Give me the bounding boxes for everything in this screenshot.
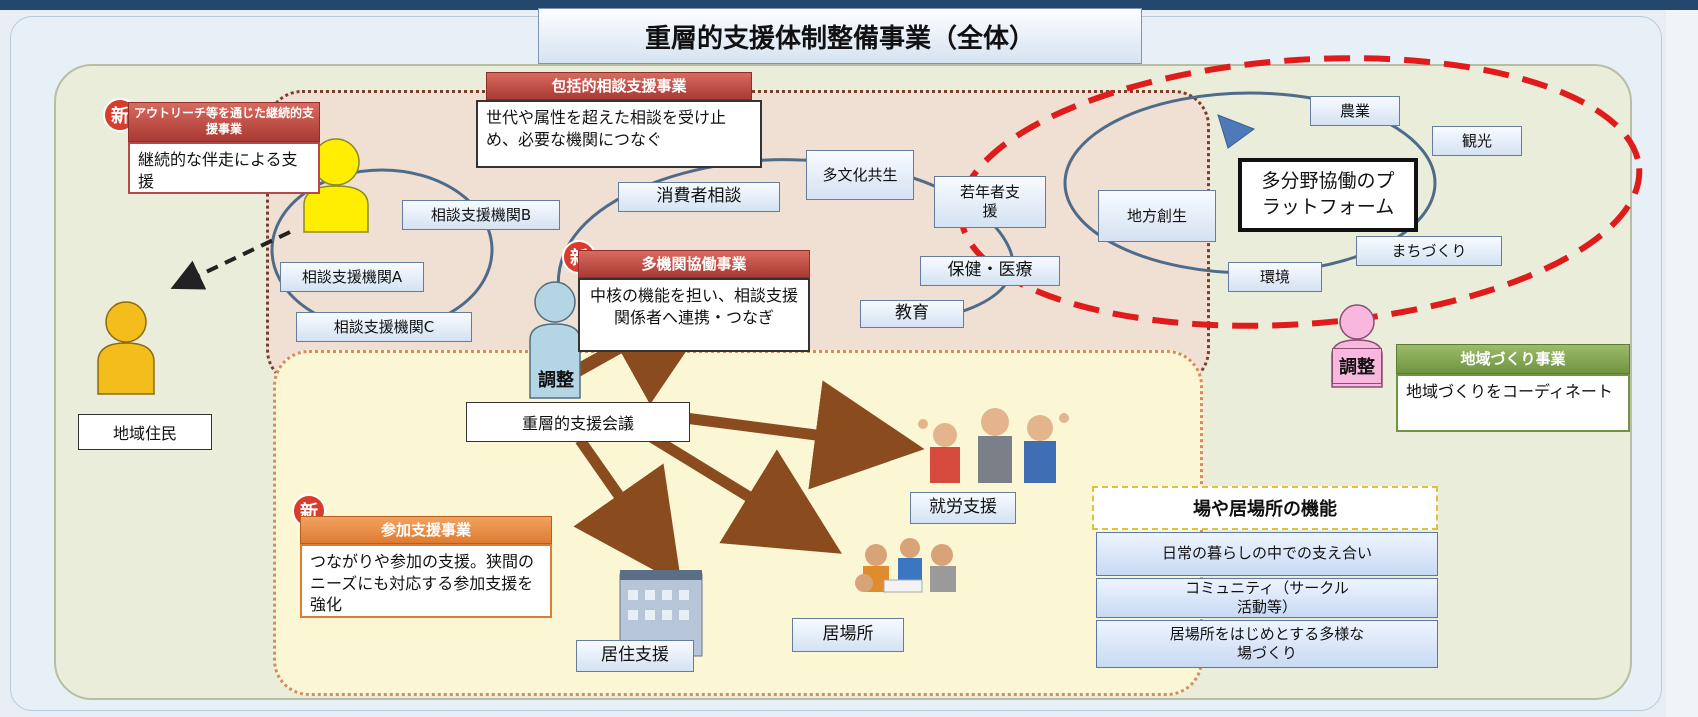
functions-item-community: コミュニティ（サークル活動等）: [1096, 578, 1438, 618]
top-bar: [0, 0, 1698, 10]
arrow-to-housing: [573, 436, 682, 586]
employment-illustration-icon: [918, 408, 1069, 483]
multi-agency-body: 中核の機能を担い、相談支援関係者へ連携・つなぎ: [578, 278, 810, 352]
platform-town: まちづくり: [1356, 236, 1502, 266]
platform-tourism: 観光: [1432, 126, 1522, 156]
consult-node-consumer: 消費者相談: [618, 182, 780, 212]
consult-node-b: 相談支援機関B: [402, 200, 560, 230]
platform-ring-arrow-icon: [1217, 114, 1256, 149]
community-body: 地域づくりをコーディネート: [1396, 374, 1630, 432]
comprehensive-header: 包括的相談支援事業: [486, 72, 752, 100]
resident-box: 地域住民: [78, 414, 212, 450]
platform-agriculture: 農業: [1310, 96, 1400, 126]
coordinator-person-icon: [529, 281, 581, 399]
functions-item-places: 居場所をはじめとする多様な場づくり: [1096, 620, 1438, 668]
multi-agency-header: 多機関協働事業: [578, 250, 810, 278]
comprehensive-body: 世代や属性を超えた相談を受け止め、必要な機関につなぐ: [476, 100, 762, 168]
page-title: 重層的支援体制整備事業（全体）: [538, 8, 1142, 64]
platform-environment: 環境: [1228, 262, 1322, 292]
outreach-header: アウトリーチ等を通じた継続的支援事業: [128, 102, 320, 142]
consult-node-multicultural: 多文化共生: [806, 150, 914, 200]
supporter-person-icon: [303, 138, 369, 233]
coordination-label: 調整: [538, 370, 574, 391]
platform-regional: 地方創生: [1098, 190, 1216, 242]
consult-node-c: 相談支援機関C: [296, 312, 472, 342]
outreach-body: 継続的な伴走による支援: [128, 142, 320, 194]
consult-ring-left: [270, 168, 494, 332]
ibasho-illustration-icon: [855, 538, 956, 593]
arrow-to-ibasho: [637, 425, 842, 554]
platform-center: 多分野協働のプラットフォーム: [1238, 158, 1418, 232]
housing-label: 居住支援: [576, 640, 694, 672]
right-band: [1666, 10, 1698, 717]
arrow-to-employment: [684, 380, 925, 490]
participation-body: つながりや参加の支援。狭間のニーズにも対応する参加支援を強化: [300, 544, 552, 618]
consult-node-a: 相談支援機関A: [280, 262, 424, 292]
consult-node-youth: 若年者支援: [934, 176, 1046, 228]
community-header: 地域づくり事業: [1396, 344, 1630, 374]
ibasho-label: 居場所: [792, 618, 904, 652]
resident-person-icon: [97, 301, 155, 395]
employment-label: 就労支援: [910, 492, 1016, 524]
participation-header: 参加支援事業: [300, 516, 552, 544]
consult-node-education: 教育: [860, 300, 964, 328]
support-meeting-box: 重層的支援会議: [466, 402, 690, 442]
functions-item-daily: 日常の暮らしの中での支え合い: [1096, 532, 1438, 576]
coordination-label-community: 調整: [1332, 348, 1382, 384]
functions-title: 場や居場所の機能: [1092, 486, 1438, 530]
consult-node-health: 保健・医療: [920, 256, 1060, 286]
